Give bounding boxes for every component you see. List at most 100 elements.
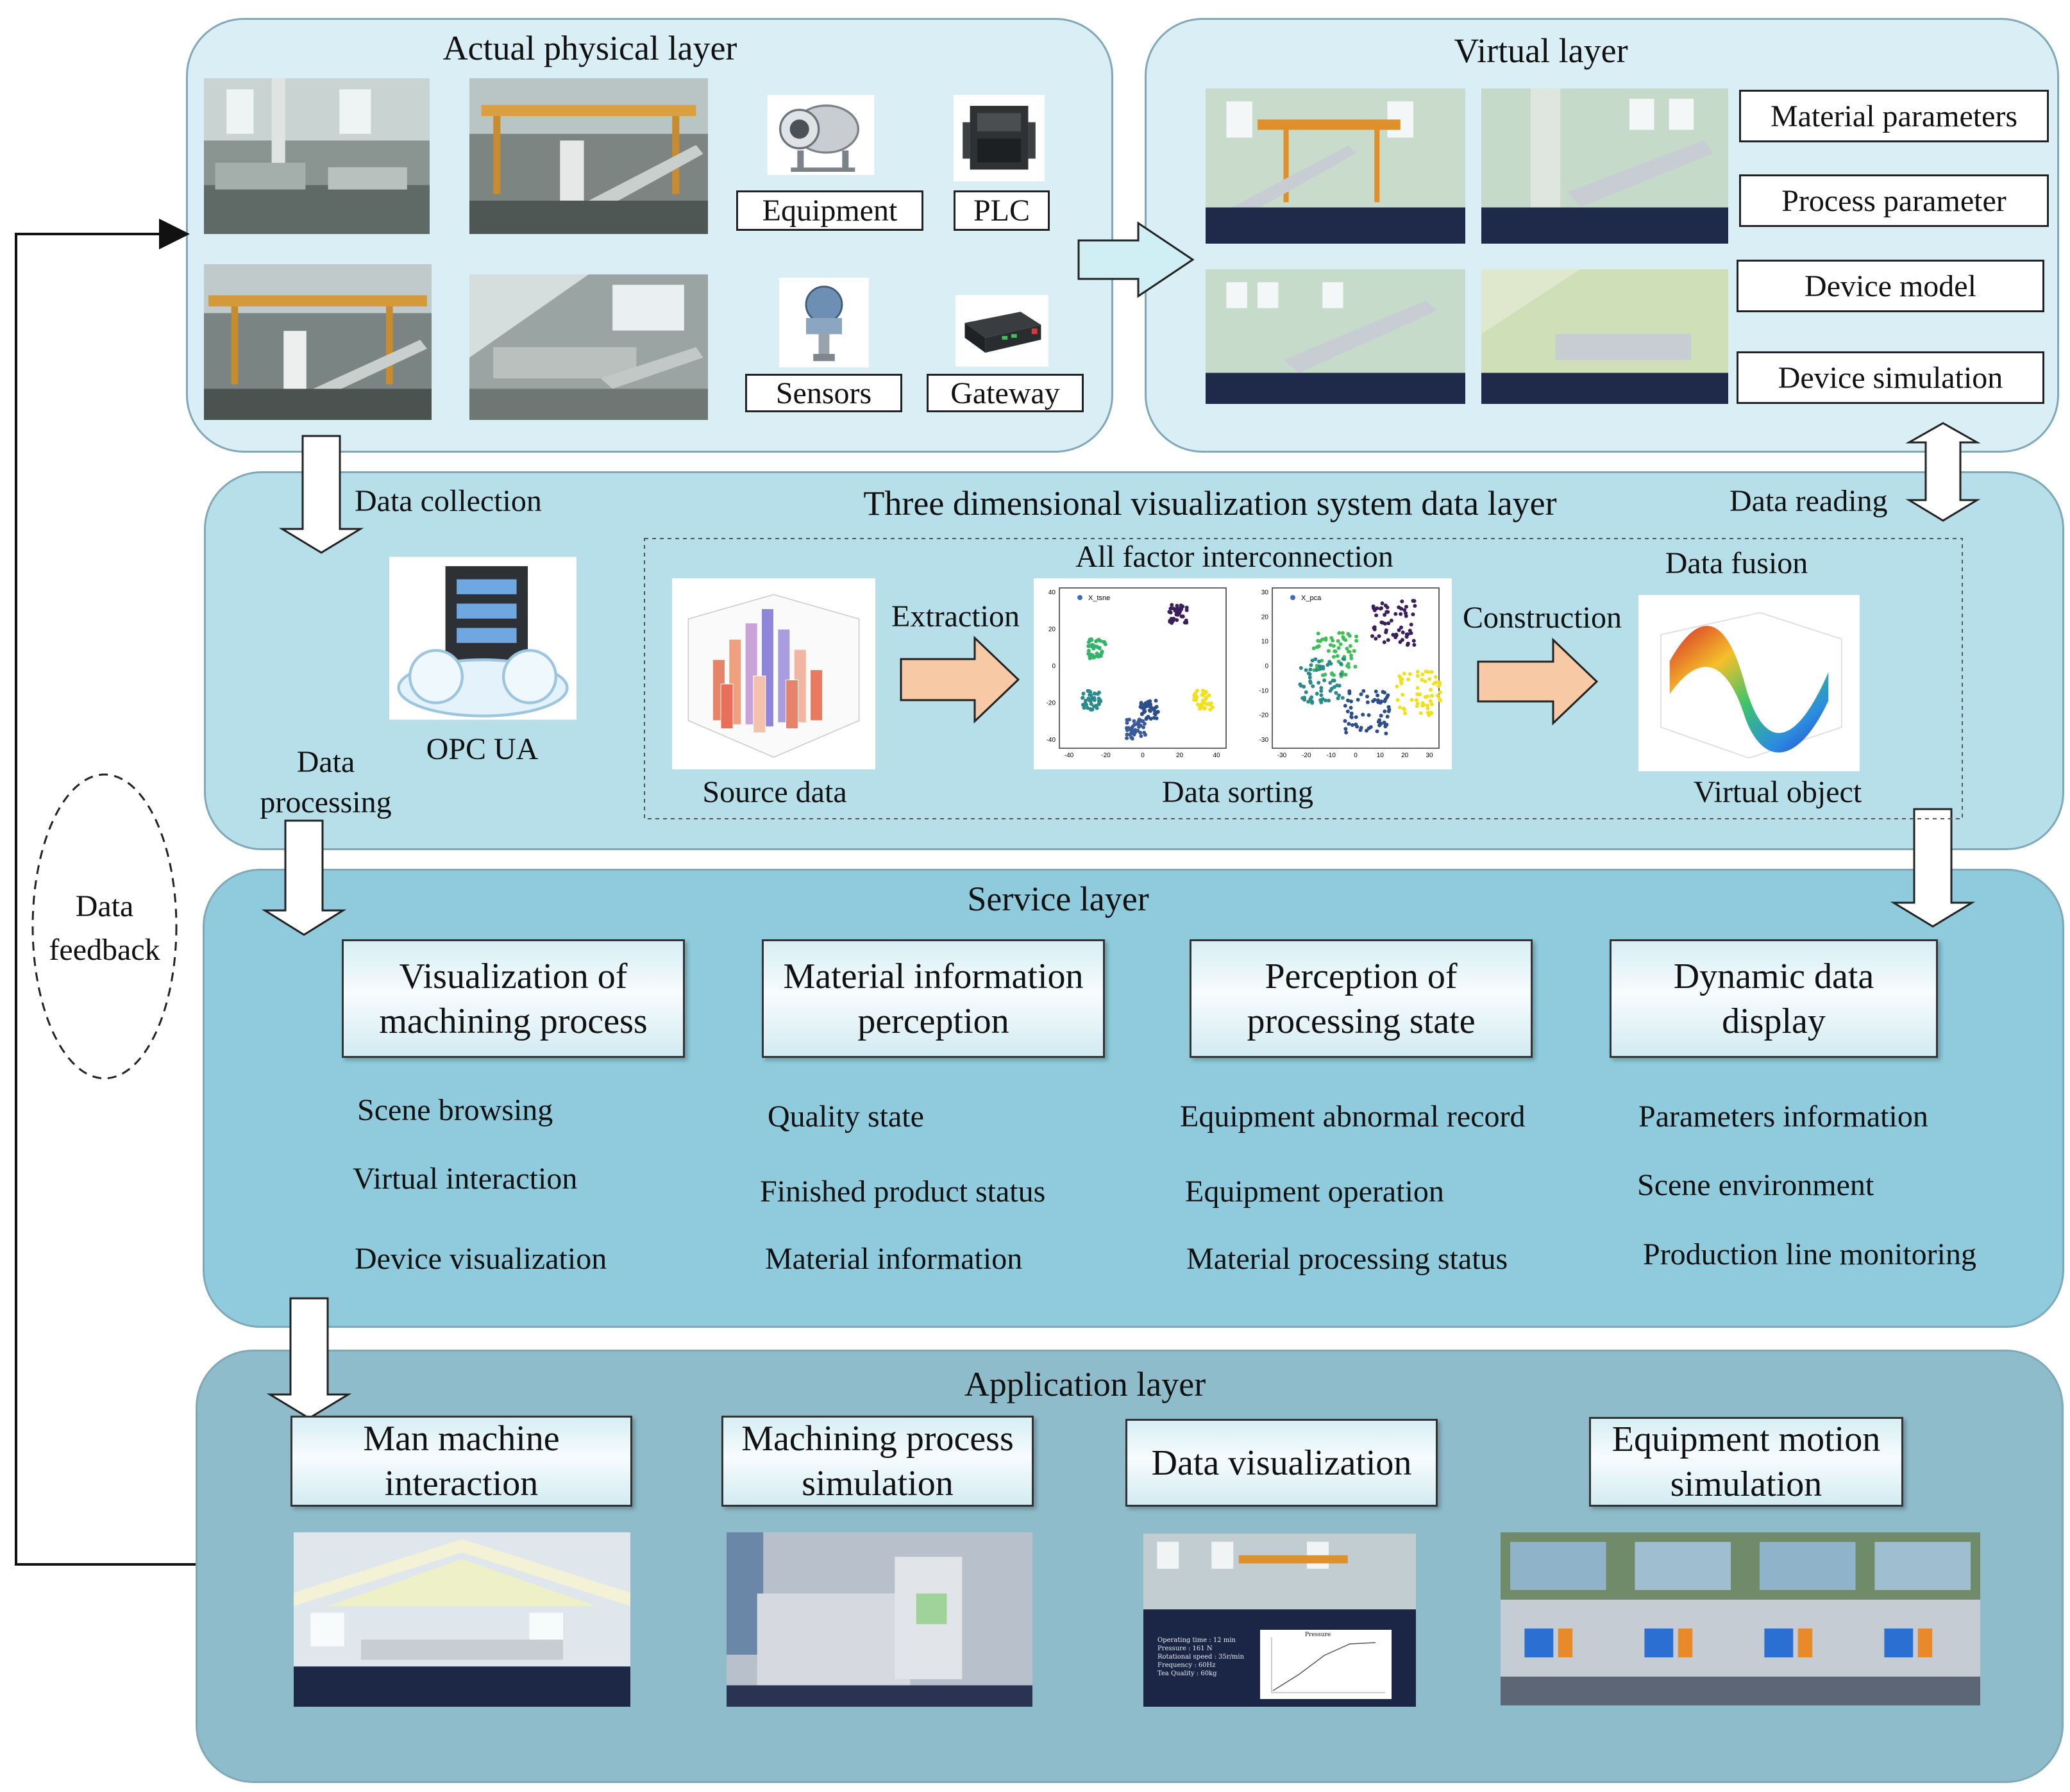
x-tick-label: 0 — [1141, 752, 1145, 759]
sensors-icon — [779, 277, 869, 368]
scatter-point — [1375, 729, 1379, 733]
physical-layer-title: Actual physical layer — [442, 29, 737, 67]
scatter-point — [1399, 681, 1404, 685]
scatter-point — [1359, 726, 1363, 730]
scatter-point — [1408, 672, 1412, 676]
scatter-point — [1397, 705, 1402, 710]
scatter-point — [1438, 690, 1442, 694]
scatter-point — [1081, 703, 1085, 707]
virtual-object-label: Virtual object — [1693, 775, 1862, 809]
scatter-point — [1319, 685, 1324, 690]
scatter-point — [1384, 723, 1389, 727]
finished-product-status-item: Finished product status — [760, 1175, 1046, 1209]
scatter-point — [1308, 679, 1313, 683]
scatter-point — [1088, 639, 1092, 643]
scatter-point — [1399, 625, 1404, 630]
material-parameters-label: Material parameters — [1739, 90, 2049, 142]
scatter-point — [1397, 605, 1401, 610]
scatter-point — [1406, 641, 1410, 646]
scatter-point — [1343, 719, 1347, 723]
scatter-point — [1338, 642, 1343, 646]
scatter-point — [1328, 689, 1333, 693]
scatter-point — [1342, 637, 1346, 641]
x-tick-label: -20 — [1101, 752, 1111, 759]
virtual-layer-title: Virtual layer — [1454, 31, 1628, 70]
scatter-point — [1347, 691, 1352, 696]
scatter-point — [1406, 677, 1411, 682]
scatter-point — [1401, 692, 1405, 697]
y-tick-label: 0 — [1265, 663, 1268, 670]
scatter-point — [1379, 714, 1383, 718]
scatter-point — [1152, 716, 1156, 720]
pca-legend: X_pca — [1301, 594, 1322, 602]
scatter-point — [1372, 627, 1377, 632]
production-line-monitoring-item: Production line monitoring — [1643, 1237, 1976, 1271]
data-sorting-label: Data sorting — [1162, 775, 1313, 809]
scatter-point — [1427, 713, 1431, 717]
scatter-point — [1433, 675, 1438, 680]
scatter-point — [1409, 631, 1413, 635]
scatter-point — [1326, 649, 1331, 653]
overlay-operating-time: Operating time : 12 min — [1157, 1637, 1236, 1644]
scatter-point — [1352, 649, 1356, 653]
construction-label: Construction — [1463, 601, 1622, 635]
data-fusion-label: Data fusion — [1665, 546, 1808, 580]
overlay-chart-title: Pressure — [1305, 1632, 1331, 1638]
scatter-point — [1175, 603, 1179, 608]
scatter-point — [1089, 707, 1093, 712]
scatter-point — [1376, 698, 1380, 703]
scatter-point — [1385, 714, 1390, 719]
sensors-label: Sensors — [745, 374, 902, 412]
scatter-point — [1153, 710, 1157, 714]
gateway-icon — [955, 295, 1048, 367]
scatter-point — [1335, 654, 1340, 658]
scatter-point — [1208, 707, 1213, 712]
y-tick-label: 40 — [1048, 589, 1056, 596]
scatter-point — [1418, 711, 1423, 716]
scatter-point — [1328, 681, 1333, 685]
scatter-point — [1404, 635, 1409, 639]
scatter-point — [1093, 692, 1097, 696]
x-tick-label: -20 — [1302, 752, 1311, 759]
device-model-label: Device model — [1737, 260, 2044, 312]
scatter-point — [1200, 689, 1205, 693]
overlay-pressure: Pressure : 161 N — [1157, 1645, 1213, 1652]
scatter-point — [1094, 639, 1098, 644]
scatter-point — [1298, 682, 1302, 687]
scatter-point — [1347, 721, 1351, 726]
scatter-point — [1422, 703, 1426, 707]
y-tick-label: 0 — [1052, 663, 1056, 670]
scatter-point — [1381, 690, 1385, 694]
scatter-point — [1349, 705, 1353, 710]
scatter-point — [1149, 716, 1153, 721]
scatter-point — [1411, 612, 1415, 617]
scatter-point — [1435, 694, 1440, 698]
scatter-point — [1100, 649, 1104, 654]
scatter-point — [1313, 657, 1318, 662]
scatter-point — [1355, 724, 1359, 729]
scatter-point — [1317, 680, 1321, 685]
scatter-point — [1394, 632, 1399, 637]
scatter-point — [1404, 605, 1408, 609]
factory-photo-3 — [204, 264, 432, 420]
scatter-point — [1336, 639, 1340, 643]
scatter-point — [1372, 608, 1377, 612]
scatter-point — [1380, 601, 1384, 606]
scatter-point — [1141, 725, 1146, 730]
scatter-point — [1318, 698, 1323, 702]
scatter-point — [1315, 692, 1319, 696]
scatter-point — [1379, 606, 1383, 610]
scatter-point — [1344, 730, 1349, 735]
virtual-scene-4 — [1481, 269, 1728, 404]
scatter-point — [1349, 656, 1354, 660]
scatter-point — [1415, 674, 1420, 678]
scatter-point — [1315, 645, 1319, 649]
scatter-point — [1367, 713, 1371, 717]
scatter-point — [1383, 709, 1387, 714]
scatter-point — [1125, 728, 1129, 732]
scatter-point — [1302, 698, 1307, 702]
scatter-point — [1368, 724, 1373, 729]
scatter-point — [1349, 715, 1354, 719]
scatter-point — [1415, 685, 1420, 690]
